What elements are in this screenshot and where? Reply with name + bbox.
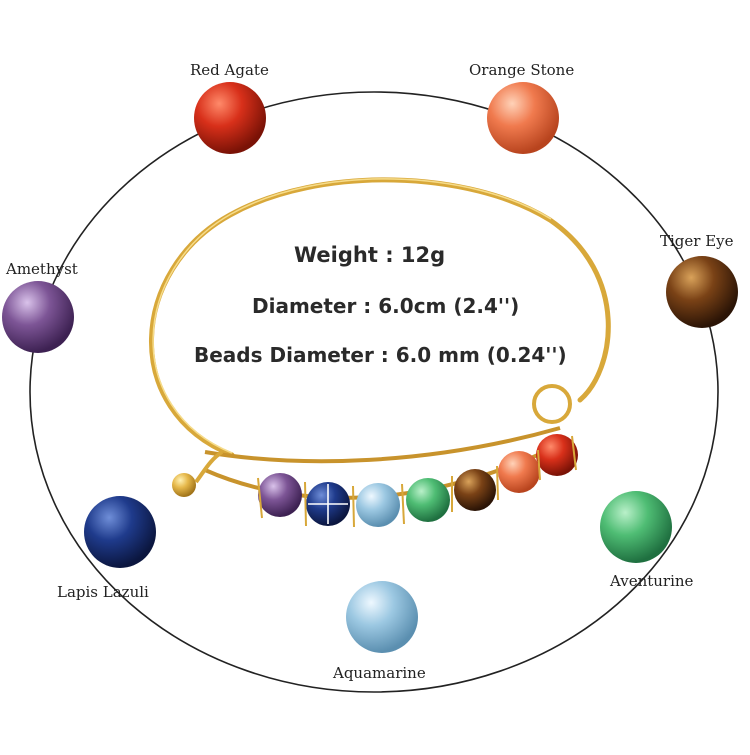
- wire-wraps: [257, 435, 577, 528]
- label-amethyst: Amethyst: [6, 260, 78, 278]
- bead-orange-stone: [498, 451, 540, 493]
- sample-stones: [2, 82, 738, 653]
- bead-amethyst: [258, 473, 302, 517]
- end-hook: [194, 450, 224, 484]
- weight-spec: Weight : 12g: [294, 243, 446, 267]
- bangle-wire: [149, 177, 611, 458]
- bead-aventurine: [406, 478, 450, 522]
- diameter-spec: Diameter : 6.0cm (2.4''): [252, 294, 520, 318]
- bangle-wire-highlight: [152, 178, 552, 454]
- outline-ring: [29, 91, 719, 693]
- stone-orange-stone: [487, 82, 559, 154]
- label-aquamarine: Aquamarine: [333, 664, 426, 682]
- label-aventurine: Aventurine: [610, 572, 694, 590]
- stone-lapis-lazuli: [84, 496, 156, 568]
- bead-aquamarine: [356, 483, 400, 527]
- stone-aquamarine: [346, 581, 418, 653]
- sparkle-icon: [308, 484, 348, 524]
- bead-tiger-eye: [454, 469, 496, 511]
- label-tiger-eye: Tiger Eye: [660, 232, 734, 250]
- beads-diameter-spec: Beads Diameter : 6.0 mm (0.24''): [194, 343, 567, 367]
- stone-aventurine: [600, 491, 672, 563]
- stone-amethyst: [2, 281, 74, 353]
- label-orange-stone: Orange Stone: [469, 61, 575, 79]
- label-red-agate: Red Agate: [190, 61, 269, 79]
- bead-bar-upper: [204, 426, 561, 464]
- bead-red-agate: [536, 434, 578, 476]
- label-lapis-lazuli: Lapis Lazuli: [57, 583, 149, 601]
- bar-end-loop: [532, 384, 572, 424]
- stone-red-agate: [194, 82, 266, 154]
- stone-tiger-eye: [666, 256, 738, 328]
- end-ball: [172, 473, 196, 497]
- bracelet-beads: [258, 434, 578, 527]
